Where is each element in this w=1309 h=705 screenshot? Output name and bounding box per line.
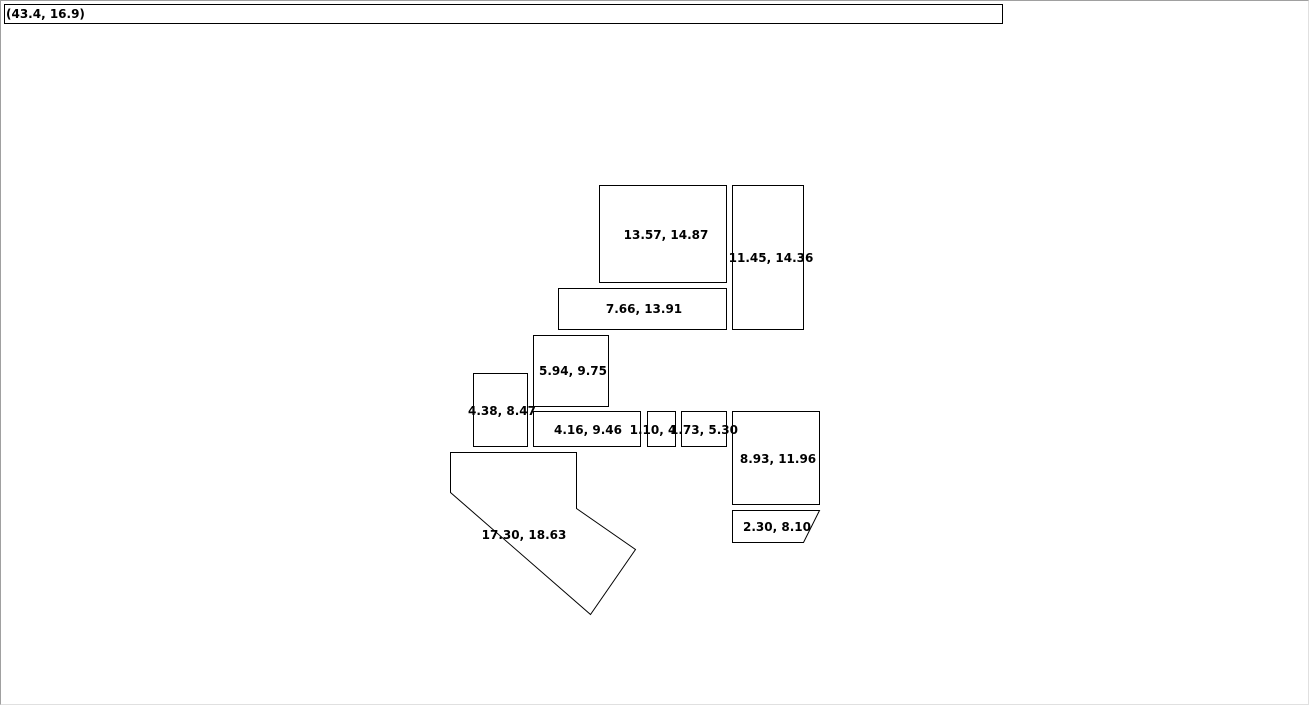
shape-room-d[interactable] (533, 335, 609, 407)
shape-room-f[interactable] (533, 411, 641, 447)
label-room-i: 8.93, 11.96 (740, 452, 816, 466)
label-room-b: 11.45, 14.36 (729, 251, 814, 265)
label-room-d: 5.94, 9.75 (539, 364, 607, 378)
shape-room-g[interactable] (647, 411, 676, 447)
label-room-k: 17.30, 18.63 (482, 528, 567, 542)
label-room-g: 1.10, 4 (630, 423, 677, 437)
shape-room-k[interactable] (450, 452, 637, 616)
shape-room-a[interactable] (599, 185, 727, 283)
label-room-f: 4.16, 9.46 (554, 423, 622, 437)
shape-room-i[interactable] (732, 411, 820, 505)
coordinate-readout: (43.4, 16.9) (4, 4, 1003, 24)
label-room-j: 2.30, 8.10 (743, 520, 811, 534)
shape-room-c[interactable] (558, 288, 727, 330)
label-room-a: 13.57, 14.87 (624, 228, 709, 242)
shape-room-e[interactable] (473, 373, 528, 447)
shape-room-b[interactable] (732, 185, 804, 330)
label-room-c: 7.66, 13.91 (606, 302, 682, 316)
label-room-e: 4.38, 8.47 (468, 404, 536, 418)
shape-room-j[interactable] (732, 510, 821, 543)
label-room-h: 1.73, 5.30 (670, 423, 738, 437)
shape-room-h[interactable] (681, 411, 727, 447)
